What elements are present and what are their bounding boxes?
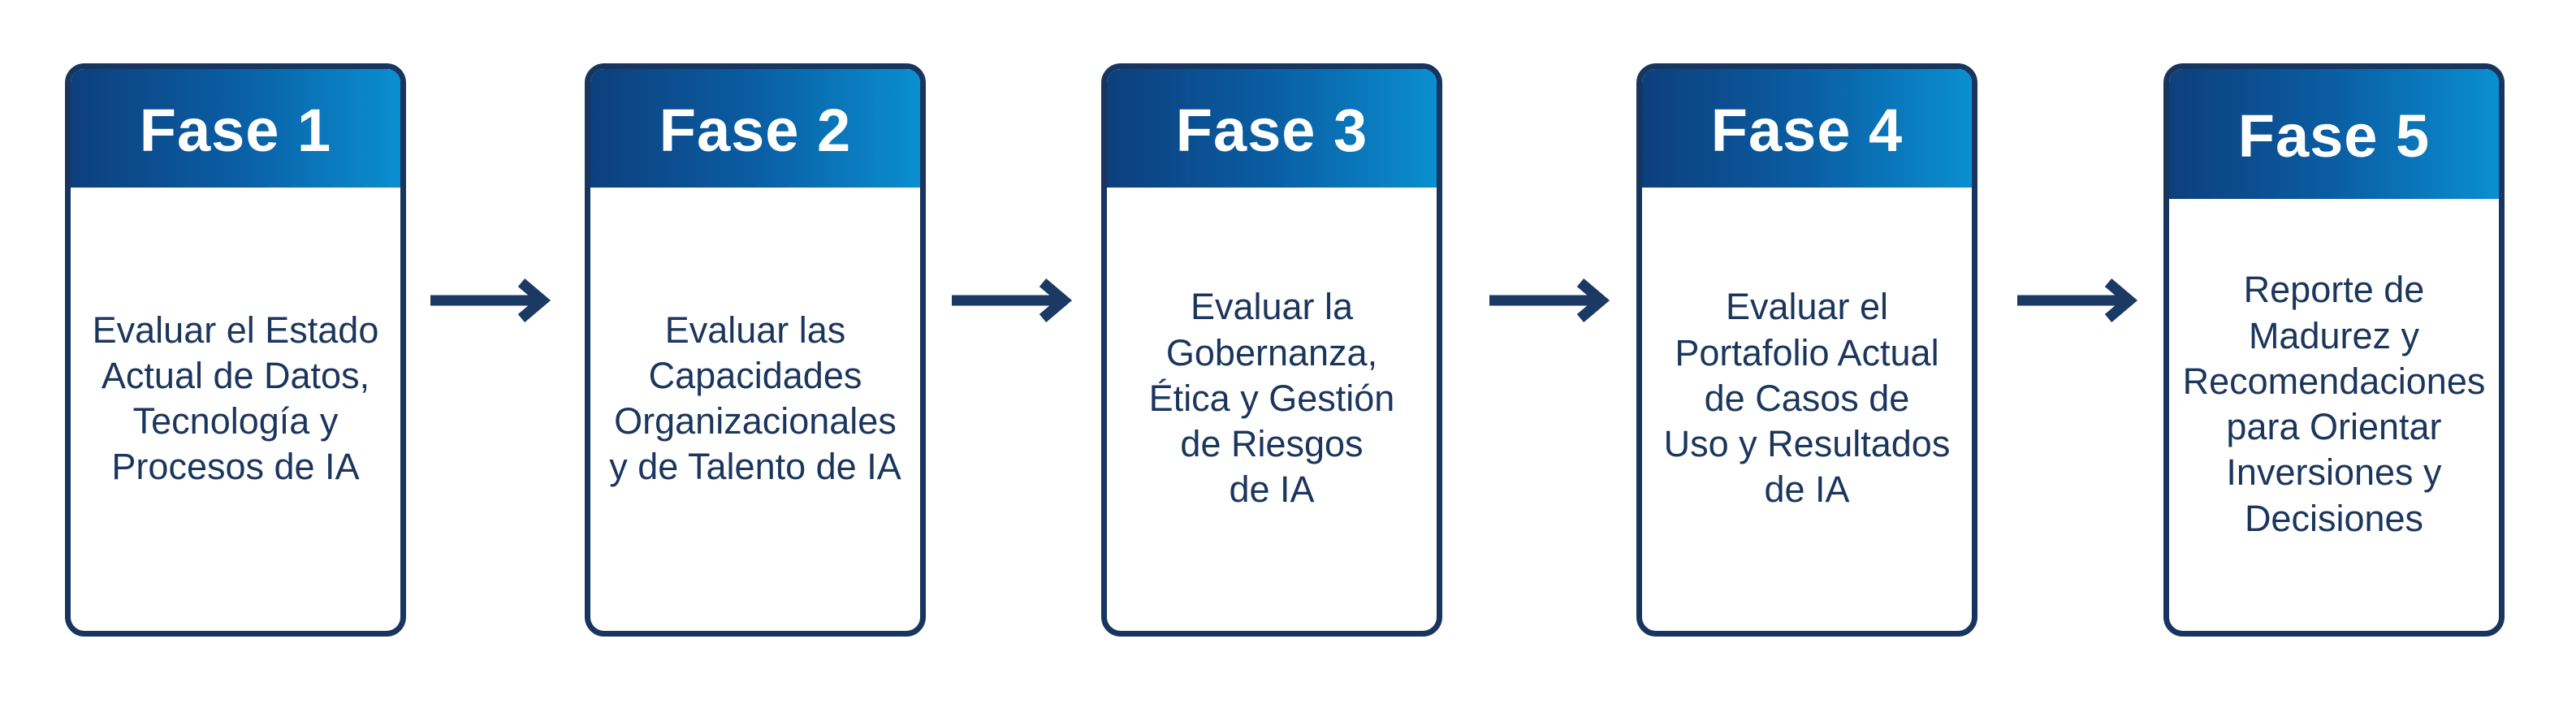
phase-description-2: Evaluar las Capacidades Organizacionales… (609, 309, 901, 488)
phase-card-2: Fase 2 Evaluar las Capacidades Organizac… (585, 63, 926, 637)
right-arrow-icon (2017, 278, 2139, 323)
phase-description-1: Evaluar el Estado Actual de Datos, Tecno… (92, 309, 379, 488)
phase-header-3: Fase 3 (1107, 69, 1437, 188)
phase-title-2: Fase 2 (659, 97, 852, 164)
phase-title-4: Fase 4 (1710, 97, 1904, 164)
right-arrow-icon (430, 278, 552, 323)
phase-description-4: Evaluar el Portafolio Actual de Casos de… (1663, 286, 1951, 511)
phase-header-2: Fase 2 (590, 69, 920, 188)
phase-header-4: Fase 4 (1642, 69, 1972, 188)
phase-title-1: Fase 1 (139, 97, 332, 164)
phase-body-5: Reporte de Madurez y Recomendaciones par… (2169, 199, 2499, 631)
phase-card-1: Fase 1 Evaluar el Estado Actual de Datos… (65, 63, 406, 637)
phase-body-3: Evaluar la Gobernanza, Ética y Gestión d… (1107, 188, 1437, 631)
phase-header-5: Fase 5 (2169, 69, 2499, 199)
phase-body-2: Evaluar las Capacidades Organizacionales… (590, 188, 920, 631)
right-arrow-icon (952, 278, 1074, 323)
phase-card-5: Fase 5 Reporte de Madurez y Recomendacio… (2163, 63, 2505, 637)
phase-card-3: Fase 3 Evaluar la Gobernanza, Ética y Ge… (1101, 63, 1442, 637)
phase-body-1: Evaluar el Estado Actual de Datos, Tecno… (71, 188, 400, 631)
phase-body-4: Evaluar el Portafolio Actual de Casos de… (1642, 188, 1972, 631)
phase-description-3: Evaluar la Gobernanza, Ética y Gestión d… (1148, 286, 1395, 511)
right-arrow-icon (1489, 278, 1611, 323)
phase-card-4: Fase 4 Evaluar el Portafolio Actual de C… (1636, 63, 1977, 637)
phase-header-1: Fase 1 (71, 69, 400, 188)
phase-title-5: Fase 5 (2237, 102, 2431, 170)
phase-description-5: Reporte de Madurez y Recomendaciones par… (2182, 269, 2486, 539)
phase-title-3: Fase 3 (1175, 97, 1368, 164)
